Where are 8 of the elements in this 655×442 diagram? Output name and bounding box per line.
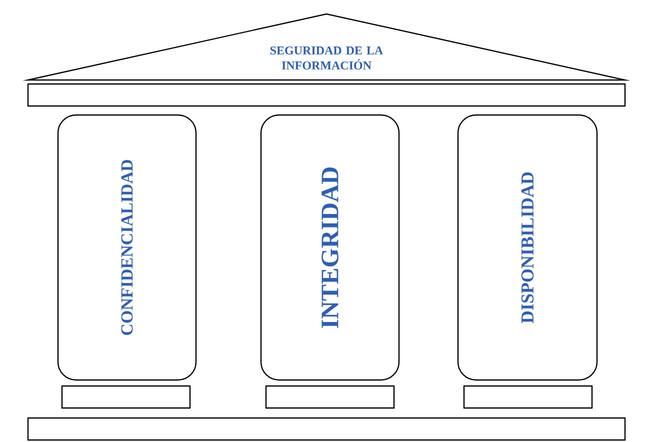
architrave	[27, 83, 626, 107]
pillar: INTEGRIDAD	[260, 114, 400, 381]
pillar-base	[265, 385, 395, 409]
floor-slab	[27, 417, 626, 441]
pillar-base	[61, 385, 191, 409]
pillar: DISPONIBILIDAD	[457, 114, 598, 381]
pillar-base	[463, 385, 593, 409]
pillar: CONFIDENCIALIDAD	[57, 114, 197, 381]
